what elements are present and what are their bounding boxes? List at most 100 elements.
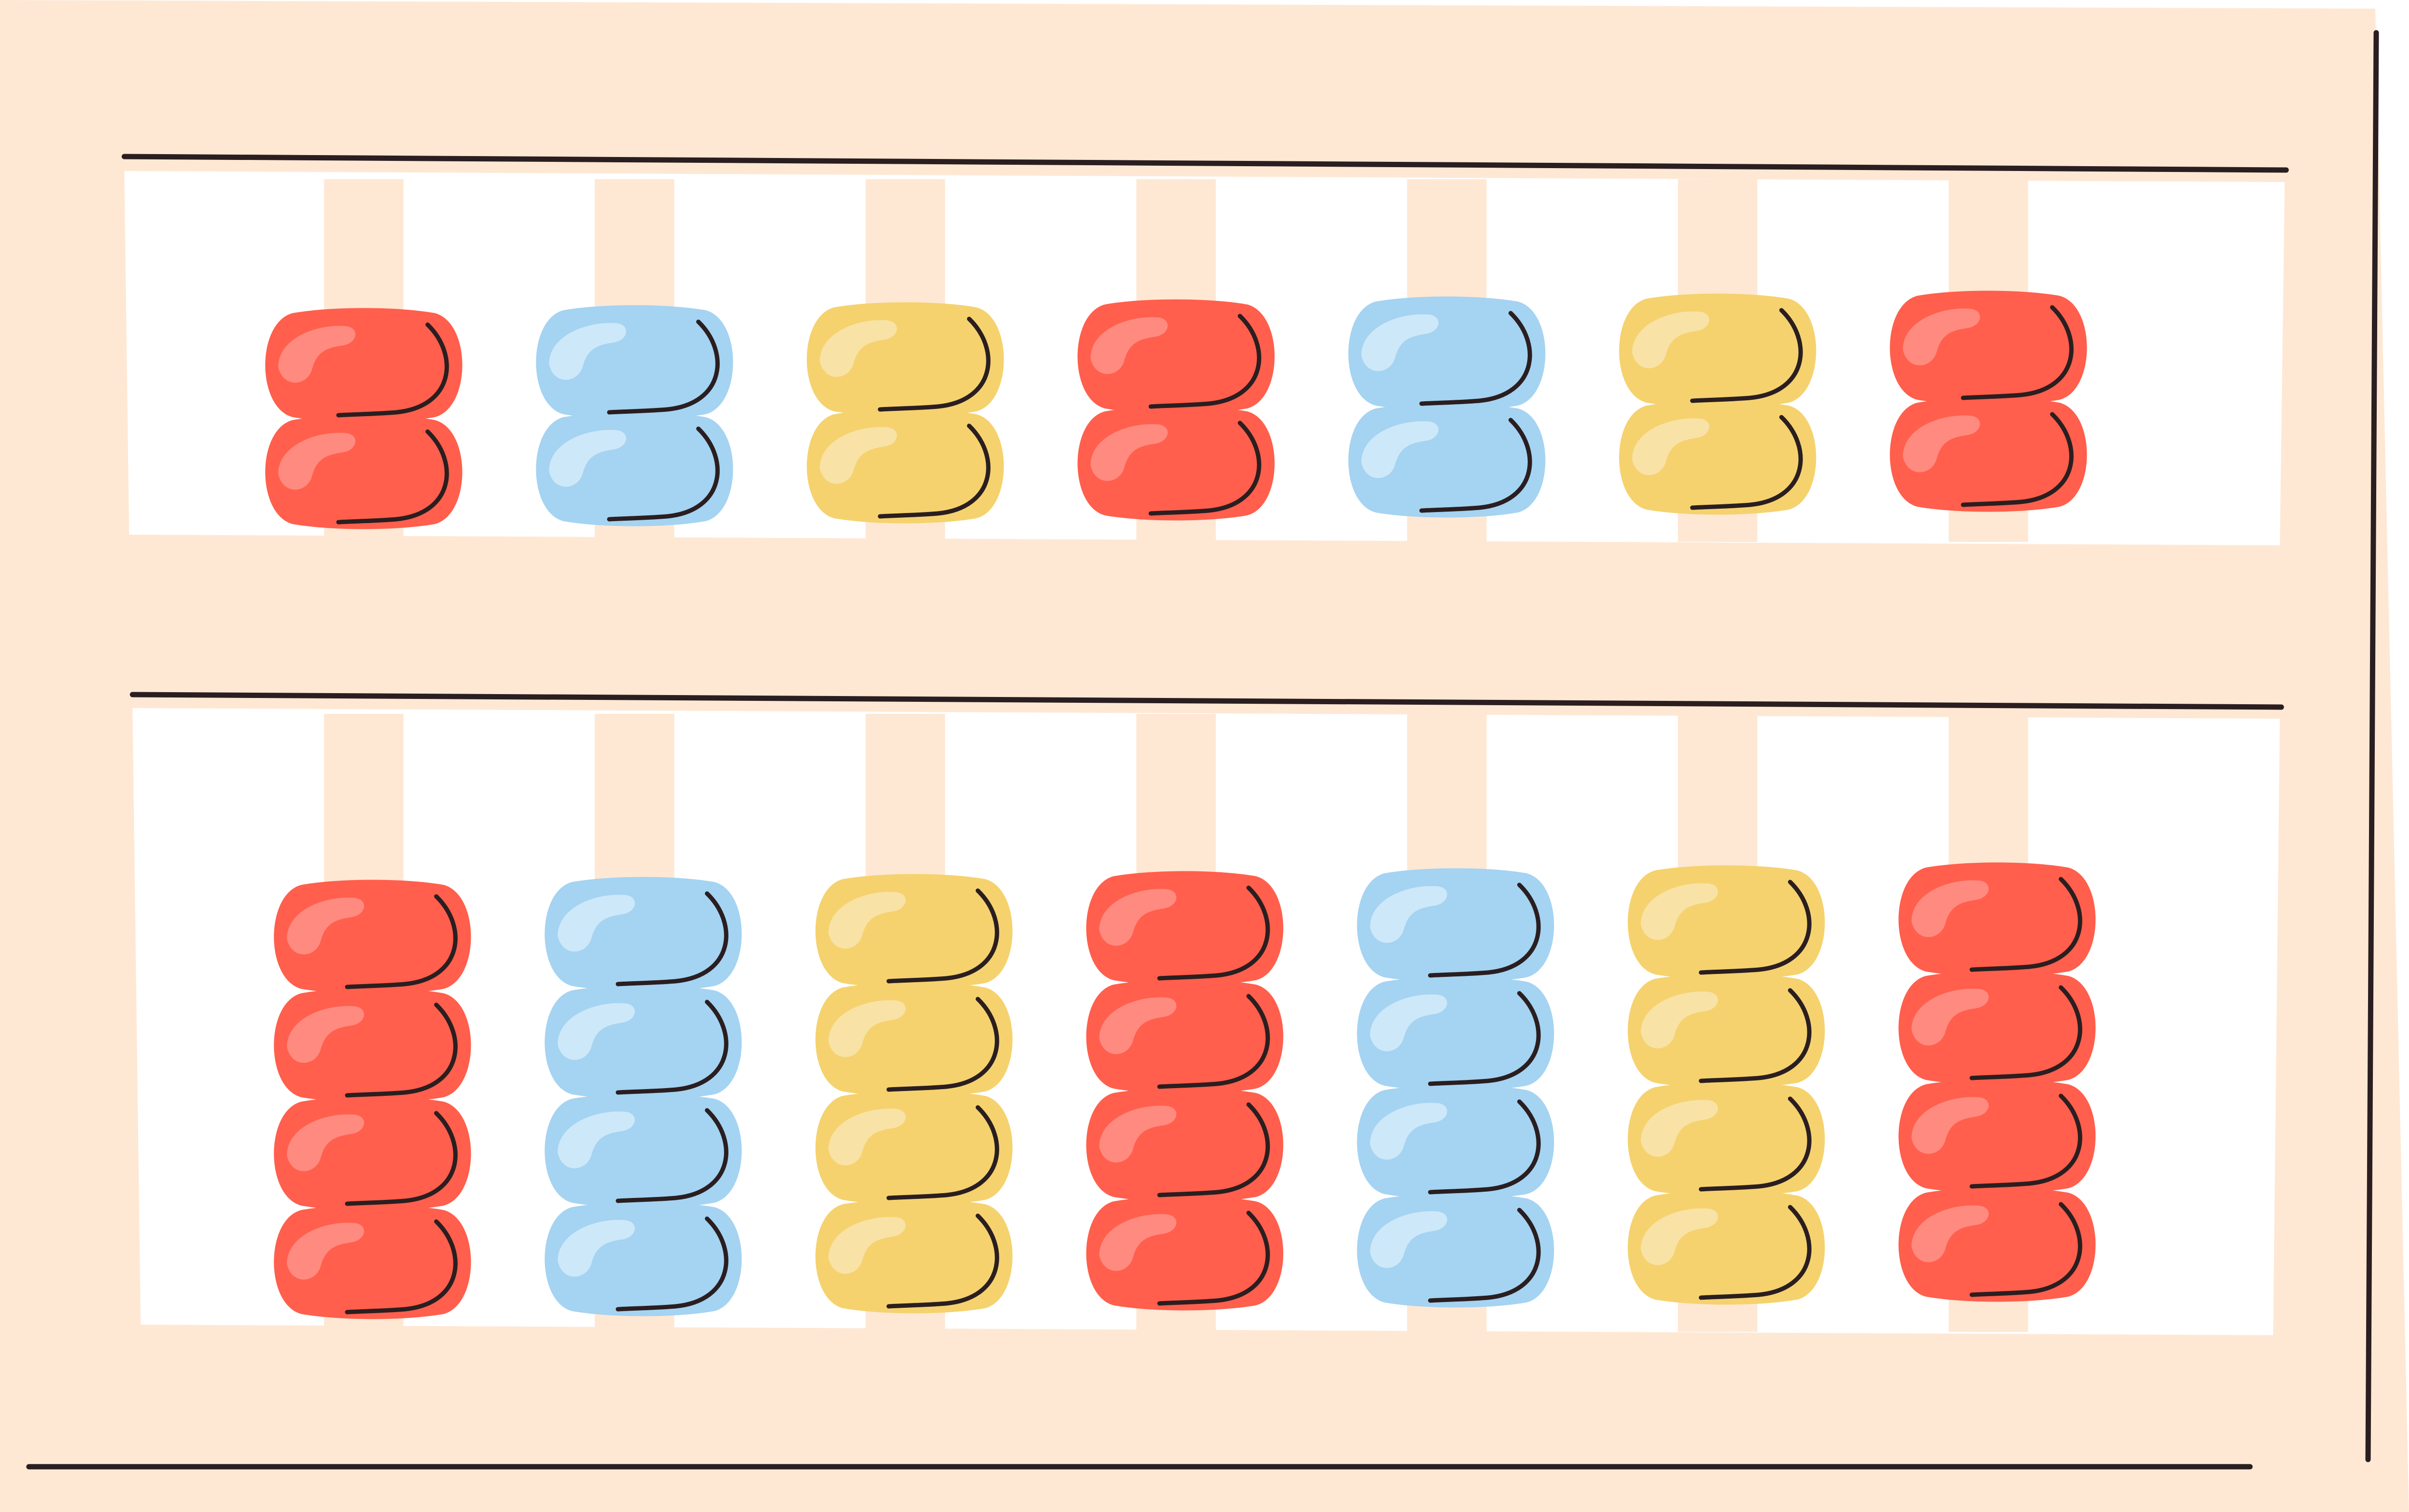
bead-icon xyxy=(274,1205,471,1319)
bead-outline xyxy=(887,1213,999,1309)
bead-outline xyxy=(616,1216,728,1312)
bead-outline xyxy=(345,1219,458,1315)
bead-outline xyxy=(1970,877,2082,972)
bead-outline xyxy=(1419,311,1532,406)
bead-icon xyxy=(1348,403,1546,518)
bead-highlight xyxy=(820,320,897,377)
bead-icon xyxy=(1619,400,1816,515)
bead-highlight xyxy=(1632,418,1709,475)
bead-outline xyxy=(616,891,728,986)
middle-rail-line xyxy=(130,692,2284,710)
bead-icon xyxy=(1086,1088,1284,1202)
bead-highlight xyxy=(557,894,635,952)
bead-icon xyxy=(1357,868,1554,983)
bead-icon xyxy=(265,308,463,422)
bead-outline xyxy=(336,429,449,525)
bead-icon xyxy=(1086,979,1284,1094)
bead-icon xyxy=(1628,1082,1825,1196)
bead-highlight xyxy=(287,1114,364,1171)
bead-highlight xyxy=(1370,1211,1447,1268)
bead-highlight xyxy=(557,1003,635,1060)
bead-highlight xyxy=(1090,317,1168,374)
bead-outline xyxy=(607,319,720,415)
bead-icon xyxy=(807,302,1004,417)
bead-outline xyxy=(1149,421,1261,516)
bead-icon xyxy=(1348,296,1546,411)
bead-outline xyxy=(878,316,991,412)
bead-outline xyxy=(1428,1099,1541,1195)
bead-outline xyxy=(345,894,458,989)
bead-outline xyxy=(1699,1205,1812,1300)
bead-icon xyxy=(1628,1190,1825,1305)
bead-highlight xyxy=(1099,1105,1177,1163)
bead-highlight xyxy=(549,430,626,487)
bead-highlight xyxy=(1370,1103,1447,1160)
bead-outline xyxy=(1428,882,1541,978)
bead-outline xyxy=(1419,418,1532,513)
bead-icon xyxy=(1890,290,2087,405)
bead-outline xyxy=(1961,305,2074,400)
bead-outline xyxy=(607,426,720,522)
bead-outline xyxy=(1699,988,1812,1083)
bead-icon xyxy=(1628,973,1825,1088)
bead-highlight xyxy=(1361,421,1439,478)
bead-highlight xyxy=(1090,424,1168,481)
bead-highlight xyxy=(1641,1208,1718,1265)
bead-outline xyxy=(1970,1093,2082,1189)
bead-outline xyxy=(1157,1210,1270,1306)
bead-outline xyxy=(1961,412,2074,507)
bead-highlight xyxy=(287,897,364,955)
bead-outline xyxy=(345,1002,458,1098)
bead-icon xyxy=(544,1093,742,1208)
bead-outline xyxy=(1157,885,1270,981)
bead-highlight xyxy=(549,323,626,380)
bead-outline xyxy=(1699,880,1812,975)
bead-icon xyxy=(1898,971,2096,1085)
bead-icon xyxy=(1628,865,1825,980)
bead-highlight xyxy=(1099,997,1177,1054)
bead-icon xyxy=(815,1199,1013,1314)
bead-outline xyxy=(887,888,999,984)
bead-highlight xyxy=(1911,880,1989,937)
bead-icon xyxy=(274,1096,471,1211)
bead-outline xyxy=(878,423,991,519)
bead-highlight xyxy=(820,427,897,484)
bead-icon xyxy=(544,877,742,991)
bead-outline xyxy=(616,1108,728,1203)
bead-highlight xyxy=(1099,889,1177,946)
bead-icon xyxy=(265,415,463,529)
bead-outline xyxy=(1690,415,1803,510)
bead-outline xyxy=(1690,308,1803,403)
bead-highlight xyxy=(1641,991,1718,1049)
bead-icon xyxy=(1898,862,2096,977)
beads-layer xyxy=(265,290,2096,1319)
bead-icon xyxy=(536,412,733,526)
bead-highlight xyxy=(828,892,906,949)
bead-highlight xyxy=(557,1220,635,1277)
bead-icon xyxy=(1890,397,2087,512)
bead-outline xyxy=(345,1111,458,1206)
bead-icon xyxy=(1077,299,1275,414)
bead-outline xyxy=(1157,1102,1270,1197)
bead-outline xyxy=(887,1105,999,1200)
bead-icon xyxy=(1357,1085,1554,1199)
bead-icon xyxy=(1357,976,1554,1091)
bead-outline xyxy=(1970,985,2082,1080)
bead-highlight xyxy=(828,1000,906,1057)
bead-highlight xyxy=(1370,994,1447,1052)
bead-highlight xyxy=(557,1111,635,1169)
upper-rail-line xyxy=(121,154,2289,173)
bead-icon xyxy=(1077,406,1275,521)
bead-highlight xyxy=(287,1223,364,1280)
bead-highlight xyxy=(1911,1097,1989,1154)
bead-icon xyxy=(274,880,471,994)
bead-highlight xyxy=(1641,1100,1718,1157)
bead-highlight xyxy=(1911,988,1989,1046)
bead-icon xyxy=(1086,1196,1284,1311)
bead-highlight xyxy=(278,433,356,490)
bead-icon xyxy=(1086,871,1284,986)
bead-icon xyxy=(815,1091,1013,1205)
bead-highlight xyxy=(278,326,356,383)
bead-icon xyxy=(274,988,471,1103)
